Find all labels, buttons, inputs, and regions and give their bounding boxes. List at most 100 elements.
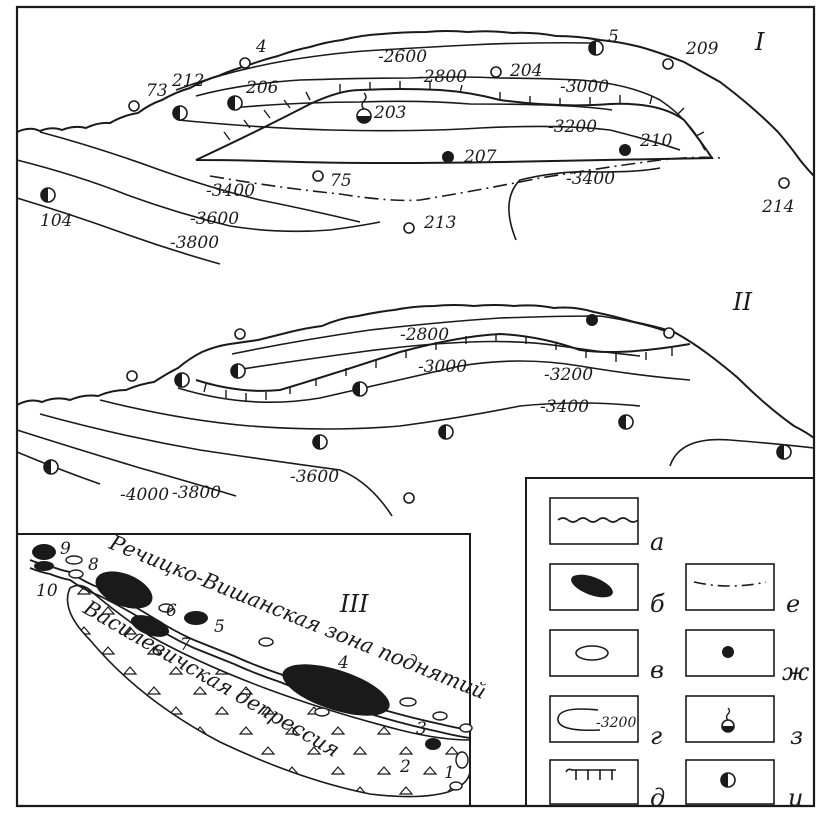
contour-label: -3800 <box>172 483 221 503</box>
gas-field <box>449 781 463 791</box>
field-number: 8 <box>88 555 99 575</box>
legend-dash-dot-symbol <box>693 581 767 587</box>
gas-field <box>399 697 417 707</box>
well-label: 75 <box>330 171 352 191</box>
zone-wavy-boundary-2 <box>29 567 471 739</box>
gas-field <box>455 751 469 769</box>
legend-open-ellipse-symbol <box>575 645 609 661</box>
legend-contour-symbol <box>557 708 601 732</box>
panel-1-dash-dot-line <box>209 156 721 202</box>
well-open <box>662 58 674 70</box>
contour-label: -4000 <box>120 485 169 505</box>
well-label: 73 <box>146 81 168 101</box>
well-label: 206 <box>245 78 279 98</box>
legend-box-d <box>549 759 639 805</box>
well-open <box>403 222 415 234</box>
legend-letter: а <box>650 528 664 556</box>
panel-1-hatch-ticks <box>223 81 705 141</box>
well-open <box>234 328 246 340</box>
legend-box-a <box>549 497 639 545</box>
panel-3-label: III <box>339 590 369 618</box>
legend-letter: ж <box>782 658 810 686</box>
well-open <box>778 177 790 189</box>
contour-3400-ii <box>99 399 641 430</box>
well-label: 4 <box>255 37 267 57</box>
legend-contour-sample: -3200 <box>596 715 636 731</box>
contour-label: -3800 <box>170 233 219 253</box>
well-open <box>128 100 140 112</box>
legend-filled-ellipse-symbol <box>571 574 613 598</box>
legend: а б в -3200 г д е ж з <box>525 477 814 812</box>
contour-label: -2600 <box>378 47 427 67</box>
panel-1-hatched-line <box>195 88 714 164</box>
contour-label: -2800 <box>400 325 449 345</box>
well-open <box>490 66 502 78</box>
field-number: 10 <box>36 581 58 601</box>
legend-letter: з <box>790 722 803 750</box>
contour-3800-ii <box>16 429 237 497</box>
legend-frame <box>525 477 814 806</box>
contour-3800 <box>16 197 221 265</box>
panel-2-label: II <box>732 288 752 316</box>
oil-field <box>282 664 390 716</box>
contour-3600 <box>16 159 381 233</box>
contour-label: -2800 <box>418 67 467 87</box>
contour-right-ii <box>669 438 815 467</box>
legend-letter: в <box>650 656 664 684</box>
well-label: 104 <box>40 211 72 231</box>
panel-1-label: I <box>754 28 765 56</box>
field-number: 7 <box>180 635 191 655</box>
contour-label: -3400 <box>566 169 615 189</box>
inset-frame <box>17 533 471 806</box>
oil-field <box>34 561 54 571</box>
well-filled <box>619 144 631 156</box>
contour-label: -3600 <box>290 467 339 487</box>
field-number: 9 <box>60 539 71 559</box>
oil-field <box>425 738 441 750</box>
well-label: 210 <box>639 131 673 151</box>
legend-wavy-line-symbol <box>557 517 639 523</box>
depression-area <box>66 584 471 798</box>
field-number: 1 <box>444 763 455 783</box>
well-label: 204 <box>509 61 542 81</box>
legend-letter: е <box>786 590 800 618</box>
field-number: 2 <box>399 757 411 777</box>
outer-frame <box>15 5 816 808</box>
well-label: 209 <box>685 39 719 59</box>
contour-label: -3000 <box>560 77 609 97</box>
contour-3600-ii <box>39 413 393 517</box>
panel-1-wavy-boundary <box>16 30 815 177</box>
well-label: 214 <box>761 197 794 217</box>
legend-hatched-symbol <box>565 768 616 780</box>
well-open <box>126 370 138 382</box>
well-open <box>663 327 675 339</box>
contour-3200-ii <box>177 360 691 404</box>
gas-field <box>459 723 473 733</box>
well-filled <box>442 151 454 163</box>
panel-2-hatch-ticks <box>203 334 673 401</box>
contour-2600 <box>175 41 593 91</box>
oil-field <box>130 615 170 637</box>
panel-2-wavy-boundary <box>16 304 815 439</box>
legend-letter: г <box>650 722 662 750</box>
gas-field <box>158 603 174 613</box>
contour-2800-ii <box>231 315 669 355</box>
well-open <box>239 57 251 69</box>
contour-label: -3600 <box>190 209 239 229</box>
well-label: 213 <box>423 213 456 233</box>
well-label: 5 <box>608 27 619 47</box>
legend-letter: б <box>650 590 665 618</box>
well-open <box>403 492 415 504</box>
legend-box-e <box>685 563 775 611</box>
oil-field <box>32 544 56 560</box>
contour-label: -3000 <box>418 357 467 377</box>
legend-filled-circle-symbol <box>722 646 734 658</box>
oil-field <box>95 571 153 609</box>
gas-field <box>314 707 330 717</box>
contour-2800 <box>195 76 706 151</box>
well-open <box>312 170 324 182</box>
field-number: 6 <box>166 601 177 621</box>
well-filled <box>586 314 598 326</box>
contour-3200 <box>177 119 681 151</box>
